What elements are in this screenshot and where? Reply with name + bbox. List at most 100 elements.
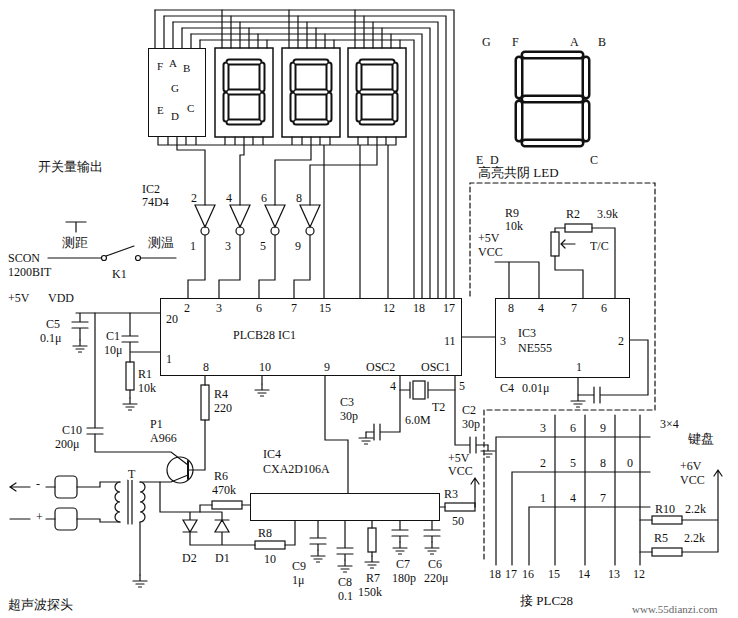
label: R10 xyxy=(655,503,675,515)
label: 1 xyxy=(540,492,546,504)
ground-symbol xyxy=(481,445,495,457)
wire xyxy=(462,336,495,337)
resistor-symbol xyxy=(565,224,592,232)
label: 30p xyxy=(462,418,480,430)
common-wire xyxy=(177,137,377,205)
ground-symbol xyxy=(359,432,373,444)
label: 3.9k xyxy=(597,208,618,220)
keypad-grid xyxy=(496,415,650,565)
segment-bus xyxy=(158,137,396,298)
wire xyxy=(325,376,348,493)
switch-contact xyxy=(136,256,141,261)
box-title: F xyxy=(157,61,163,72)
label: R7 xyxy=(366,572,380,584)
contact-symbol xyxy=(66,222,86,232)
label: SCON xyxy=(8,252,40,264)
label: 17 xyxy=(505,568,517,580)
wire xyxy=(640,470,722,552)
capacitor-symbol xyxy=(455,376,488,453)
label: C xyxy=(590,154,598,166)
label: E xyxy=(476,154,483,166)
transistor-symbol xyxy=(167,457,193,483)
ground-symbol xyxy=(123,398,137,410)
label: F xyxy=(512,36,519,48)
pin-number: 15 xyxy=(319,302,331,314)
label: 测距 xyxy=(62,236,88,249)
inverter-bubble xyxy=(236,227,244,235)
label: 6 xyxy=(261,192,267,204)
transistor-base xyxy=(187,461,189,479)
label: 10k xyxy=(505,220,523,232)
digit-segments xyxy=(226,62,262,122)
label: P1 xyxy=(150,418,163,430)
label: R8 xyxy=(258,527,272,539)
dashed-link xyxy=(470,183,655,560)
label: VCC xyxy=(478,246,503,258)
label: 2.2k xyxy=(685,503,706,515)
label: D xyxy=(490,154,499,166)
label: 开关量输出 xyxy=(38,160,103,173)
label: 50 xyxy=(452,515,464,527)
wire xyxy=(555,228,615,298)
ground-symbol xyxy=(311,550,325,562)
resistor-symbol xyxy=(201,385,209,420)
pin-number: 9 xyxy=(324,361,330,373)
coil-symbol xyxy=(140,482,145,522)
label: 4 xyxy=(390,380,396,392)
capacitor-symbol xyxy=(87,313,103,434)
label: T/C xyxy=(590,240,609,252)
ground-symbol xyxy=(393,542,407,554)
label: 30p xyxy=(340,410,358,422)
pin-number: 1 xyxy=(166,353,172,365)
label: A xyxy=(570,36,579,48)
wire xyxy=(189,376,205,470)
pin-number: OSC1 xyxy=(421,361,450,373)
label: 5 xyxy=(459,380,465,392)
digit-segments xyxy=(359,62,395,122)
capacitor-symbol xyxy=(337,521,353,560)
label: 6.0M xyxy=(405,414,431,426)
probe-terminal xyxy=(55,508,77,530)
ic-box: PLCB28 IC1236715121817201118109OSC2OSC1 xyxy=(160,298,462,376)
pin-number: 12 xyxy=(383,302,395,314)
pin-number: 18 xyxy=(413,302,425,314)
label: 1200BIT xyxy=(8,266,51,278)
label: 3 xyxy=(225,240,231,252)
digit-segments xyxy=(293,62,329,122)
label: 13 xyxy=(608,568,620,580)
pin-number: 17 xyxy=(443,302,455,314)
ground-symbol xyxy=(73,340,87,352)
label: C5 xyxy=(46,318,60,330)
pin-number: OSC2 xyxy=(366,361,395,373)
resistor-symbol xyxy=(652,548,682,556)
segment-diagram xyxy=(519,55,586,143)
label: C7 xyxy=(396,558,410,570)
label: 5 xyxy=(570,457,576,469)
label: A966 xyxy=(150,432,177,444)
label: R3 xyxy=(444,488,458,500)
label: 12 xyxy=(633,568,645,580)
label: C2 xyxy=(462,404,476,416)
coil-symbol xyxy=(115,482,120,522)
inverter-bubble xyxy=(201,227,209,235)
resistor-symbol xyxy=(126,362,134,390)
pin-number: 20 xyxy=(166,313,178,325)
segment-diagram xyxy=(519,55,586,143)
pin-number: D xyxy=(171,111,179,122)
label: D2 xyxy=(182,552,197,564)
label: 9 xyxy=(295,240,301,252)
box-title: IC4 xyxy=(263,448,281,460)
pin-number: 6 xyxy=(601,302,607,314)
capacitor-symbol xyxy=(122,313,160,398)
wire xyxy=(188,235,310,298)
ground-symbol xyxy=(255,384,269,396)
label: 高亮共阴 LED xyxy=(478,166,559,179)
label: R2 xyxy=(566,208,580,220)
inverter-symbol xyxy=(195,205,320,227)
resistor-symbol xyxy=(445,503,475,511)
crystal-symbol xyxy=(413,381,425,399)
label: 180p xyxy=(392,572,416,584)
label: 2.2k xyxy=(684,532,705,544)
ic-box: IC3NE5558476321 xyxy=(495,298,630,378)
pin-number: 8 xyxy=(508,302,514,314)
